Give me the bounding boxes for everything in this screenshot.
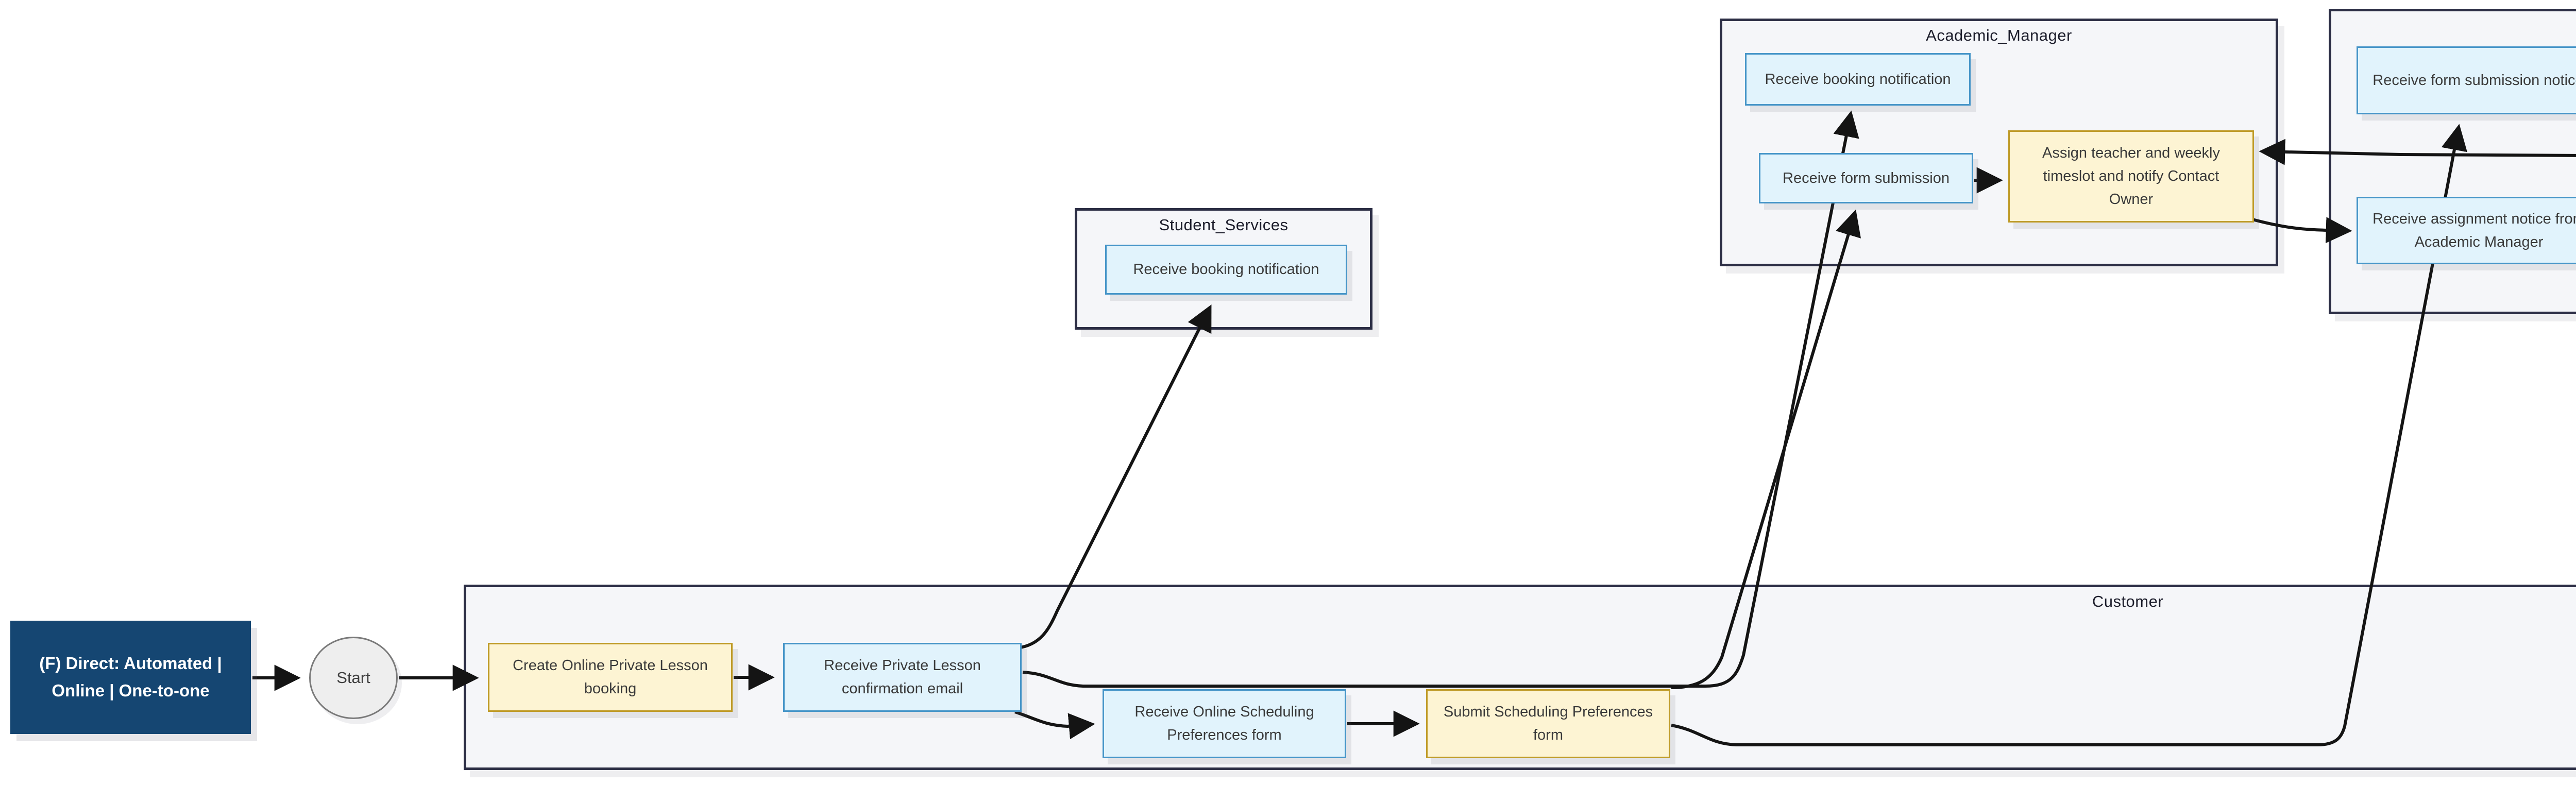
- edge-notify-am-to-assign: [2259, 139, 2576, 165]
- edge-assign-to-co-assignment-notice: [2252, 217, 2352, 244]
- lane-title-student-services: Student_Services: [1159, 216, 1289, 234]
- process-entry-block: (F) Direct: Automated | Online | One-to-…: [10, 621, 251, 734]
- edge-confirmation-to-am-notification: [1022, 110, 1859, 688]
- node-co-receive-assignment-notice[interactable]: Receive assignment notice from Academic …: [2357, 197, 2576, 264]
- node-am-receive-form-submission[interactable]: Receive form submission: [1759, 153, 1973, 203]
- node-cu-submit-scheduling-form[interactable]: Submit Scheduling Preferences form: [1426, 689, 1670, 758]
- start-node[interactable]: Start: [309, 637, 398, 719]
- node-am-receive-booking-notification[interactable]: Receive booking notification: [1745, 53, 1971, 106]
- edge-confirmation-to-ss-notification: [1017, 304, 1212, 650]
- node-cu-receive-confirmation[interactable]: Receive Private Lesson confirmation emai…: [783, 643, 1022, 712]
- node-am-assign-teacher[interactable]: Assign teacher and weekly timeslot and n…: [2008, 130, 2254, 223]
- edge-submit-to-am-form-submission: [1671, 209, 1861, 689]
- lane-title-academic-manager: Academic_Manager: [1926, 26, 2072, 44]
- edge-confirmation-to-scheduling-form: [1014, 710, 1095, 740]
- lane-title-customer: Customer: [2092, 592, 2164, 610]
- node-cu-receive-scheduling-form[interactable]: Receive Online Scheduling Preferences fo…: [1103, 689, 1346, 758]
- node-cu-create-booking[interactable]: Create Online Private Lesson booking: [488, 643, 733, 712]
- node-ss-receive-booking-notification[interactable]: Receive booking notification: [1105, 245, 1347, 295]
- node-co-receive-form-submission-notice[interactable]: Receive form submission notice: [2357, 46, 2576, 114]
- edge-submit-to-co-form-notice: [1671, 124, 2467, 746]
